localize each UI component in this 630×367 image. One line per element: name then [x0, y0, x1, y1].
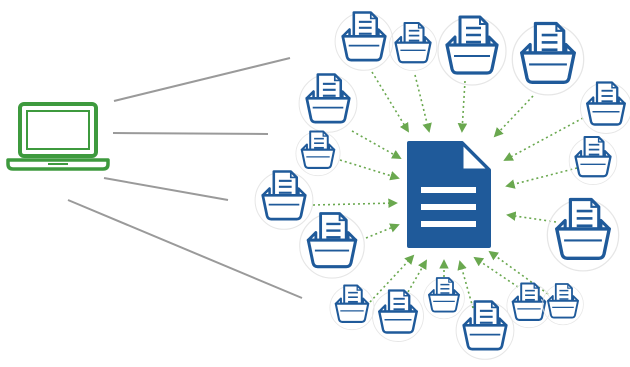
- file-folder-icon: [388, 21, 438, 72]
- arrow-line: [407, 259, 427, 293]
- arrow-line: [369, 254, 415, 303]
- laptop-icon: [6, 102, 110, 171]
- file-folder-icon: [546, 197, 620, 272]
- arrow-line: [473, 256, 519, 288]
- file-folder-icon: [437, 15, 507, 86]
- file-folder-icon: [568, 135, 618, 186]
- arrow-line: [493, 95, 534, 138]
- arrow-line: [365, 223, 400, 239]
- file-folder-icon: [423, 277, 465, 320]
- arrow-line: [351, 130, 402, 159]
- file-folder-icon: [334, 11, 394, 71]
- file-folder-icon: [511, 21, 585, 96]
- arrow-line: [339, 159, 400, 181]
- connector-line: [113, 57, 291, 102]
- connector-line: [67, 199, 303, 299]
- file-folder-icon: [298, 73, 358, 133]
- arrow-line: [457, 260, 474, 309]
- center-document: [407, 141, 491, 248]
- file-folder-icon: [455, 300, 515, 360]
- document-icon: [407, 141, 491, 248]
- arrow-line: [506, 211, 557, 223]
- arrow-line: [457, 80, 468, 133]
- file-folder-icon: [299, 212, 365, 279]
- arrow-line: [503, 117, 584, 161]
- arrow-line: [414, 74, 432, 133]
- connector-line: [112, 132, 269, 135]
- file-folder-icon: [372, 289, 424, 342]
- file-folder-icon: [542, 283, 584, 326]
- folder-group: [254, 11, 630, 360]
- file-folder-icon: [506, 282, 552, 329]
- connector-lines: [67, 57, 303, 299]
- arrow-group: [312, 71, 584, 309]
- file-folder-icon: [295, 130, 341, 177]
- file-folder-icon: [580, 81, 630, 134]
- file-folder-icon: [254, 170, 314, 230]
- arrow-line: [371, 71, 410, 133]
- arrow-line: [505, 167, 578, 189]
- arrow-line: [312, 198, 398, 208]
- laptop: [6, 102, 110, 171]
- connector-line: [103, 177, 229, 201]
- file-folder-icon: [329, 284, 375, 331]
